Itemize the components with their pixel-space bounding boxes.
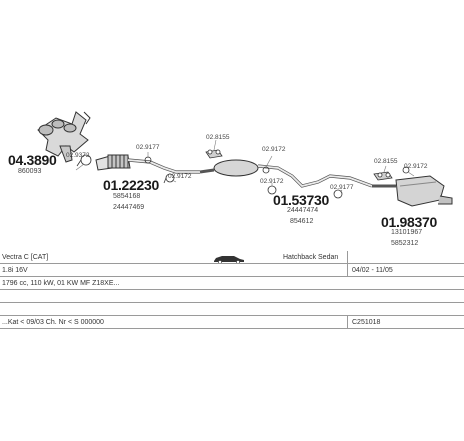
engine-spec: 1796 cc, 110 kW, 01 KW MF Z18XE... [2, 280, 120, 287]
exhaust-manifold [37, 111, 91, 163]
clamp-b-ref: 02.9177 [136, 144, 160, 151]
manifold-number: 04.3890 [8, 152, 57, 168]
clamp-e-ref: 02.9172 [260, 178, 284, 185]
car-silhouette-icon [214, 256, 244, 263]
middle-pipe-ref2: 854612 [290, 218, 314, 225]
production-years: 04/02 - 11/05 [352, 267, 393, 274]
clamp-c [163, 173, 175, 184]
clamp-f [333, 189, 343, 199]
clamp-c-ref: 02.9172 [168, 173, 192, 180]
model-name: Vectra C [CAT] [2, 254, 49, 261]
clamp-g [402, 166, 410, 174]
clamp-g-ref: 02.9172 [404, 163, 428, 170]
front-pipe-ref1: 5854168 [113, 193, 141, 200]
clamp-a [76, 154, 92, 167]
manifold-ref: 860093 [18, 168, 42, 175]
middle-pipe-number: 01.53730 [273, 192, 329, 208]
clamp-d-ref: 02.9172 [262, 146, 286, 153]
rear-silencer-ref1: 13101967 [391, 229, 423, 236]
clamp-a-ref: 02.9372 [66, 152, 90, 159]
rubber-b-ref: 02.8155 [374, 158, 398, 165]
middle-pipe-ref1: 24447474 [287, 207, 319, 214]
rear-silencer [372, 175, 453, 207]
kit-code: C251018 [352, 319, 381, 326]
leader-lines [75, 139, 415, 193]
front-pipe [95, 154, 200, 174]
body-type: Hatchback Sedan [283, 254, 339, 261]
front-pipe-number: 01.22230 [103, 177, 159, 193]
rear-silencer-ref2: 5852312 [391, 240, 419, 247]
engine: 1.8i 16V [2, 267, 28, 274]
front-pipe-ref2: 24447469 [113, 204, 145, 211]
middle-silencer [199, 159, 373, 188]
rubber-a-ref: 02.8155 [206, 134, 230, 141]
rear-silencer-number: 01.98370 [381, 214, 437, 230]
clamp-f-ref: 02.9177 [330, 184, 354, 191]
rubber-hanger-a [205, 149, 223, 159]
rubber-hanger-b [373, 171, 393, 181]
catalyst-note: ...Kat < 09/03 Ch. Nr < S 000000 [2, 319, 104, 326]
exhaust-system-diagram [37, 111, 453, 207]
